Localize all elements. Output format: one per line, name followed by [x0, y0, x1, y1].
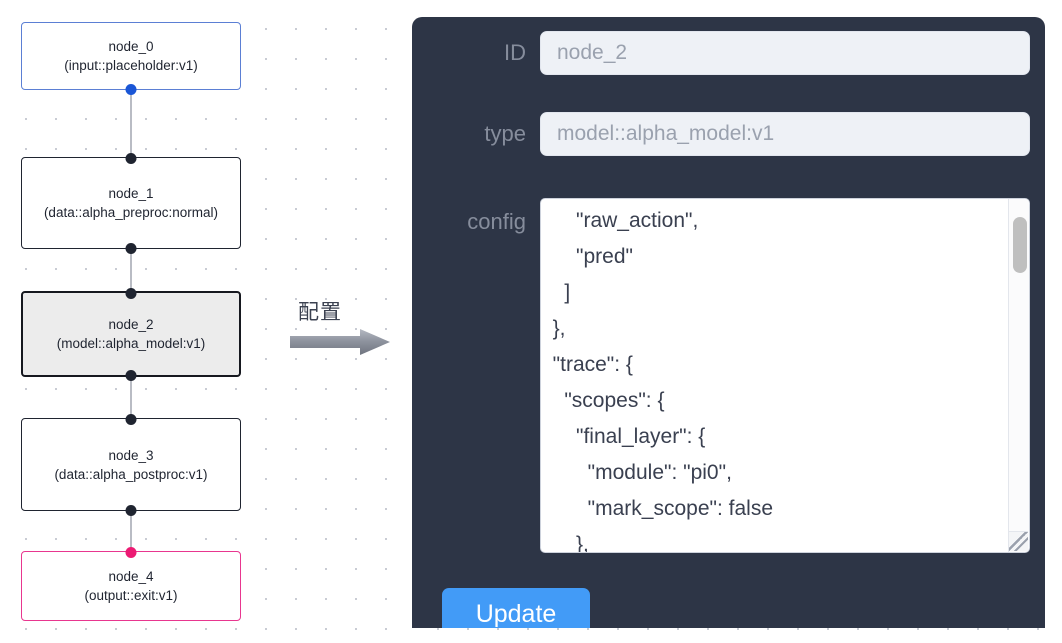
node-handle-source[interactable]	[125, 369, 137, 381]
node-handle-source[interactable]	[125, 242, 137, 254]
field-row-type: type model::alpha_model:v1	[425, 112, 1030, 156]
id-input[interactable]: node_2	[540, 31, 1030, 75]
config-field-label: config	[467, 209, 526, 234]
graph-node-node_3[interactable]: node_3 (data::alpha_postproc:v1)	[21, 413, 241, 516]
arrow-right-icon	[290, 329, 390, 355]
node-handle-target[interactable]	[125, 152, 137, 164]
node-subtitle: (input::placeholder:v1)	[64, 58, 198, 73]
node-title: node_0	[108, 39, 154, 54]
config-scrollbar[interactable]	[1008, 199, 1029, 552]
node-title: node_3	[108, 447, 154, 463]
graph-node-node_1[interactable]: node_1 (data::alpha_preproc:normal)	[21, 152, 241, 254]
edge-node2-node3	[130, 377, 132, 418]
node-title: node_1	[108, 186, 154, 201]
graph-node-node_4[interactable]: node_4 (output::exit:v1)	[21, 546, 241, 621]
node-subtitle: (model::alpha_model:v1)	[56, 336, 206, 351]
node-subtitle: (data::alpha_postproc:v1)	[54, 466, 208, 482]
node-handle-target[interactable]	[125, 413, 137, 425]
field-row-config: config "raw_action", "pred" ] }, "trace"…	[425, 198, 1030, 553]
resize-grip-icon[interactable]	[1008, 531, 1028, 551]
graph-node-node_2[interactable]: node_2 (model::alpha_model:v1)	[21, 287, 241, 381]
node-subtitle: (data::alpha_preproc:normal)	[43, 205, 219, 220]
node-handle-target[interactable]	[125, 546, 137, 558]
node-title: node_2	[108, 317, 154, 332]
edge-node0-node1	[130, 90, 132, 158]
edge-node3-node4	[130, 511, 132, 551]
node-subtitle: (output::exit:v1)	[84, 588, 178, 603]
graph-canvas[interactable]: node_0 (input::placeholder:v1) node_1 (d…	[0, 0, 412, 643]
node-handle-source[interactable]	[125, 83, 137, 95]
update-button[interactable]: Update	[442, 588, 590, 628]
type-input[interactable]: model::alpha_model:v1	[540, 112, 1030, 156]
edge-node1-node2	[130, 249, 132, 291]
arrow-label: 配置	[298, 300, 342, 324]
node-title: node_4	[108, 569, 154, 584]
node-config-panel: ID node_2 type model::alpha_model:v1 con…	[412, 17, 1045, 628]
node-handle-source[interactable]	[125, 504, 137, 516]
graph-node-node_0[interactable]: node_0 (input::placeholder:v1)	[21, 22, 241, 95]
transition-arrow-group: 配置	[290, 296, 400, 358]
config-scrollbar-thumb[interactable]	[1012, 217, 1027, 273]
id-field-label: ID	[504, 40, 526, 65]
field-row-id: ID node_2	[425, 31, 1030, 75]
config-textarea-value[interactable]: "raw_action", "pred" ] }, "trace": { "sc…	[552, 209, 773, 552]
node-handle-target[interactable]	[125, 287, 137, 299]
config-textarea[interactable]: "raw_action", "pred" ] }, "trace": { "sc…	[540, 198, 1030, 553]
type-field-label: type	[484, 121, 526, 146]
